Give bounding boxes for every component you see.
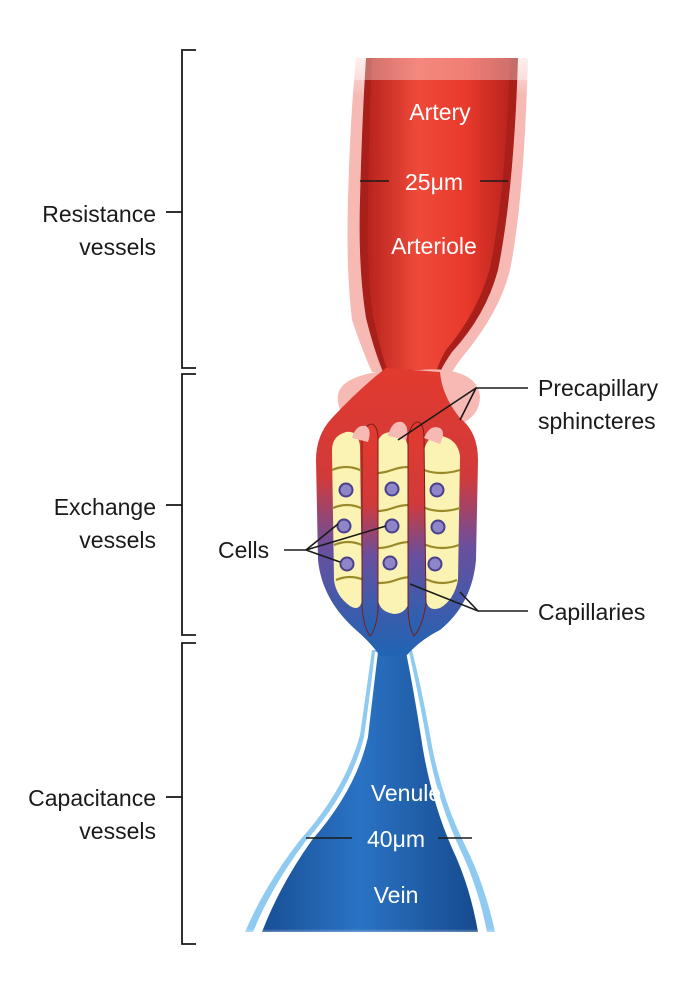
precapillary-label-line1: Precapillary xyxy=(538,375,659,401)
capillary-bed xyxy=(316,368,478,656)
venule-diameter-label: 40μm xyxy=(367,826,425,852)
cell-separator xyxy=(335,575,458,585)
bracket-resistance xyxy=(166,49,196,369)
artery-lumen xyxy=(367,58,510,372)
bracket-label-exchange-line2: vessels xyxy=(79,527,156,553)
bracket-capacitance xyxy=(166,642,196,945)
precapillary-sphincter xyxy=(352,425,370,442)
cell-nucleus xyxy=(427,556,443,572)
artery-vessel xyxy=(340,50,540,372)
precapillary-sphincter xyxy=(388,421,408,440)
vein-lumen xyxy=(262,652,478,932)
cells-leader xyxy=(284,523,387,563)
artery-label: Artery xyxy=(409,99,471,125)
precapillary-label-line2: sphincteres xyxy=(538,408,656,434)
cell-nucleus xyxy=(384,518,400,534)
cell-nucleus xyxy=(336,518,352,534)
cell-separator xyxy=(332,503,461,513)
vein-vessel xyxy=(240,650,500,934)
bracket-label-exchange-line1: Exchange xyxy=(54,494,156,520)
cell-nucleus xyxy=(430,519,446,535)
cell-nucleus xyxy=(338,482,354,498)
cell-nucleus xyxy=(339,556,355,572)
vein-label: Vein xyxy=(374,882,419,908)
cell-separator xyxy=(333,540,460,550)
cell-nucleus xyxy=(384,481,400,497)
bracket-label-capacitance-line2: vessels xyxy=(79,818,156,844)
arteriole-label: Arteriole xyxy=(391,233,477,259)
cell-nucleus xyxy=(382,555,398,571)
artery-diameter-label: 25μm xyxy=(405,169,463,195)
bracket-label-capacitance-line1: Capacitance xyxy=(28,785,156,811)
capillaries-label: Capillaries xyxy=(538,599,645,625)
precapillary-leader xyxy=(397,387,528,441)
cell-nucleus xyxy=(429,482,445,498)
cells-label: Cells xyxy=(218,537,269,563)
capillary-strand xyxy=(407,421,427,637)
venule-label: Venule xyxy=(371,780,441,806)
cell-separator xyxy=(331,465,461,475)
bracket-label-resistance-line2: vessels xyxy=(79,234,156,260)
precapillary-sphincter xyxy=(424,427,443,444)
bracket-label-resistance-line1: Resistance xyxy=(42,201,156,227)
capillaries-leader xyxy=(409,583,528,612)
bracket-exchange xyxy=(166,373,196,636)
